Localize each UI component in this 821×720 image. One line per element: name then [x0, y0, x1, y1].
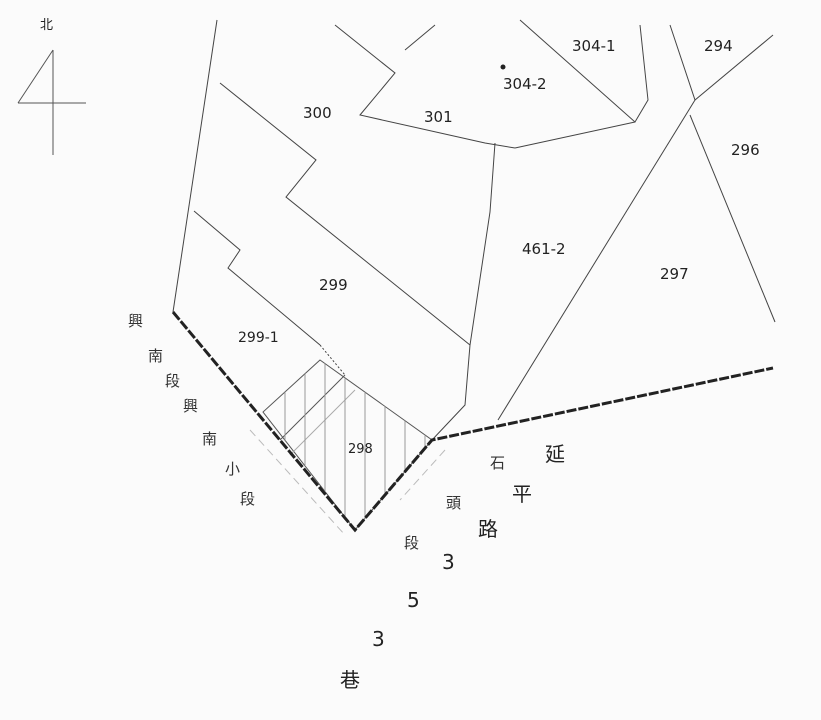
section-char: 段	[240, 490, 256, 508]
section-char: 石	[490, 454, 506, 472]
section-char: 段	[404, 534, 420, 552]
parcel-label: 461-2	[522, 240, 566, 258]
parcel-label: 297	[660, 265, 689, 283]
parcel-label: 299	[319, 276, 348, 294]
parcel-label: 298	[348, 442, 373, 457]
road-char: 5	[407, 588, 420, 612]
section-char: 南	[148, 347, 164, 365]
road-char: 3	[372, 627, 385, 651]
section-char: 興	[183, 397, 199, 415]
north-arrow-icon	[17, 49, 86, 155]
section-char: 興	[128, 312, 144, 330]
parcel-label: 296	[731, 141, 760, 159]
section-boundary	[171, 311, 774, 533]
parcel-label: 304-2	[503, 75, 547, 93]
parcel-label: 299-1	[238, 330, 279, 346]
road-char: 延	[545, 442, 565, 466]
road-char: 平	[512, 482, 532, 506]
parcel-label: 301	[424, 108, 453, 126]
parcel-label: 294	[704, 37, 733, 55]
section-char: 南	[202, 430, 218, 448]
parcel-label: 300	[303, 104, 332, 122]
section-char: 頭	[446, 494, 462, 512]
parcel-label: 304-1	[572, 37, 616, 55]
section-char: 小	[225, 460, 241, 478]
section-char: 段	[165, 372, 181, 390]
road-char: 3	[442, 550, 455, 574]
north-label: 北	[40, 18, 54, 33]
road-char: 路	[478, 517, 498, 541]
road-char: 巷	[340, 668, 360, 692]
